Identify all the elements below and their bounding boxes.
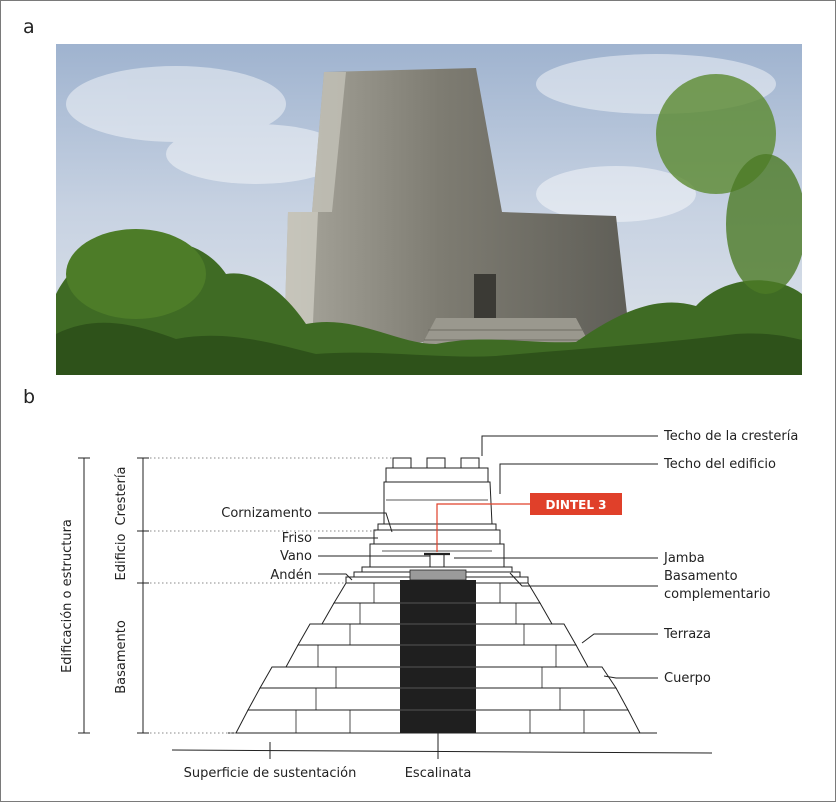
label-techo-cresteria: Techo de la crestería bbox=[663, 429, 798, 444]
label-basamento: Basamento bbox=[114, 620, 129, 694]
label-cuerpo: Cuerpo bbox=[664, 671, 711, 686]
panel-label-a: a bbox=[23, 16, 35, 38]
label-friso: Friso bbox=[282, 531, 312, 546]
label-escalinata: Escalinata bbox=[405, 766, 472, 781]
sustentation-surface bbox=[171, 749, 713, 754]
label-cornizamento: Cornizamento bbox=[221, 506, 312, 521]
label-vano: Vano bbox=[280, 549, 312, 564]
temple-doorway bbox=[474, 274, 496, 318]
vertical-brackets bbox=[78, 457, 149, 734]
label-edificio: Edificio bbox=[114, 533, 129, 580]
label-dintel: DINTEL 3 bbox=[545, 498, 606, 512]
label-basamento-comp-2: complementario bbox=[664, 587, 771, 602]
dintel-callout: DINTEL 3 bbox=[436, 493, 622, 552]
jungle-canopy bbox=[56, 74, 802, 375]
label-superficie: Superficie de sustentación bbox=[184, 766, 357, 781]
label-cresteria: Crestería bbox=[114, 467, 129, 526]
clouds bbox=[66, 54, 776, 222]
roof-comb bbox=[383, 457, 493, 525]
left-leaders bbox=[318, 512, 430, 581]
stairway bbox=[400, 569, 476, 733]
bottom-leaders bbox=[269, 733, 439, 759]
temple-photograph bbox=[56, 44, 802, 375]
label-edificacion: Edificación o estructura bbox=[60, 519, 75, 673]
label-techo-edificio: Techo del edificio bbox=[663, 457, 776, 472]
temple-diagram: Edificación o estructura Crestería Edifi… bbox=[60, 429, 798, 781]
right-leaders bbox=[454, 435, 658, 679]
label-jamba: Jamba bbox=[663, 551, 705, 566]
basamento-bodies bbox=[235, 582, 641, 734]
panel-label-b: b bbox=[23, 386, 36, 408]
label-terraza: Terraza bbox=[663, 627, 711, 642]
reference-lines bbox=[146, 457, 392, 734]
label-anden: Andén bbox=[270, 568, 312, 583]
label-basamento-comp-1: Basamento bbox=[664, 569, 738, 584]
